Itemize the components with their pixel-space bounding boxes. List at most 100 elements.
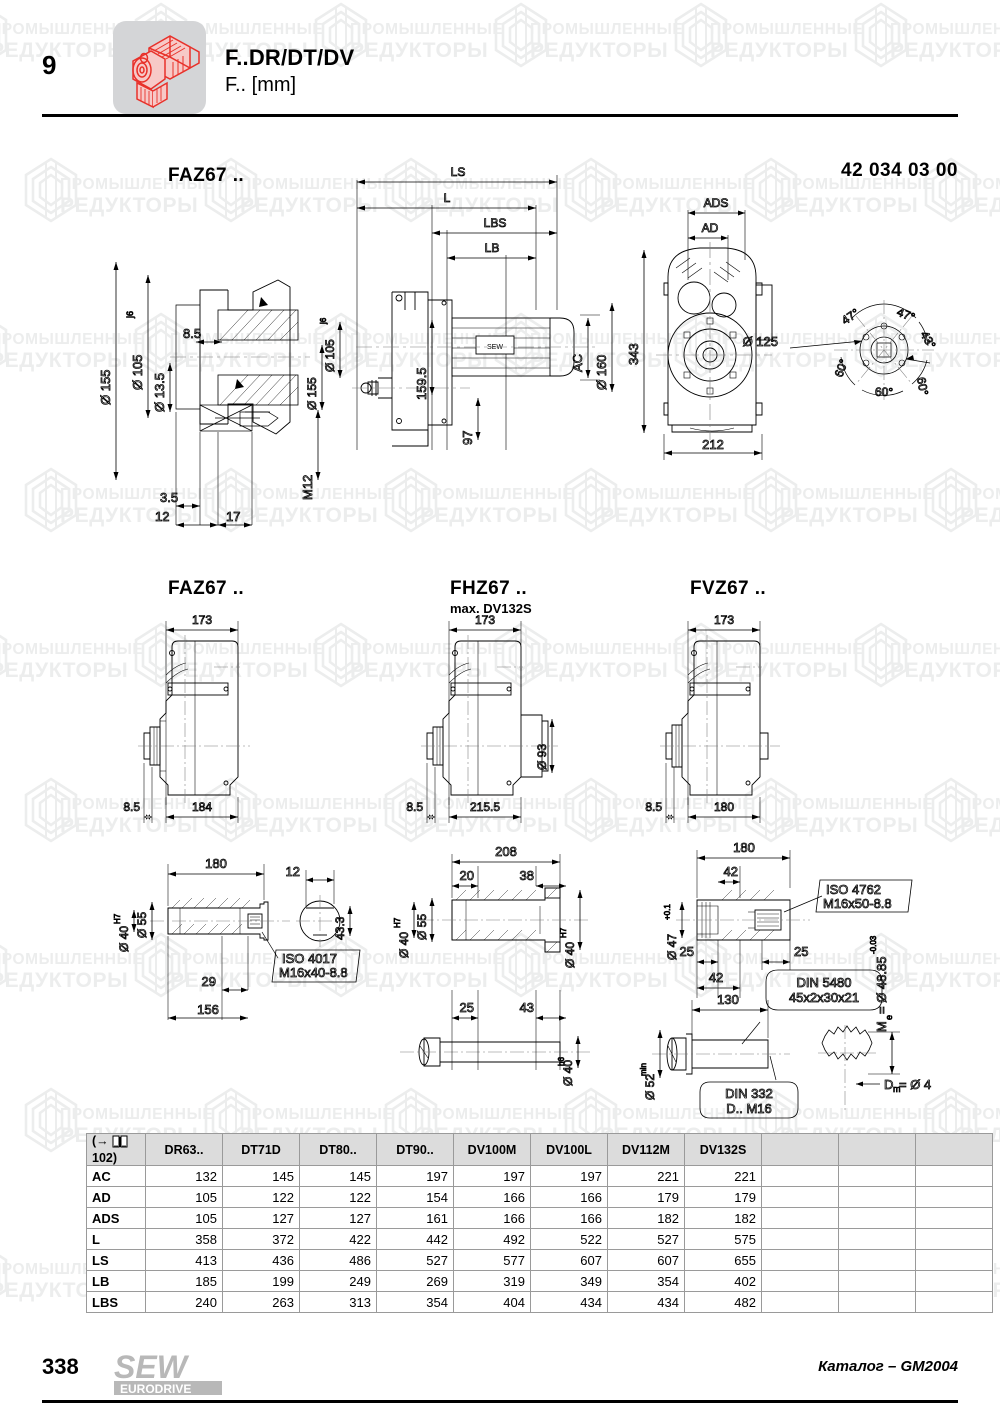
cell: 179 bbox=[607, 1186, 685, 1208]
cell: 185 bbox=[145, 1270, 223, 1292]
brand-top-text: SEW bbox=[114, 1349, 190, 1385]
cell bbox=[915, 1207, 993, 1229]
svg-text:8.5: 8.5 bbox=[406, 800, 423, 814]
header-rule bbox=[42, 114, 958, 117]
cell bbox=[838, 1270, 916, 1292]
cell: 575 bbox=[684, 1228, 762, 1250]
svg-text:Ø 155: Ø 155 bbox=[98, 370, 113, 405]
cell: 197 bbox=[376, 1165, 454, 1187]
svg-text:43°: 43° bbox=[917, 329, 938, 352]
section-title-view-c: FVZ67 .. bbox=[690, 578, 767, 599]
svg-text:ADS: ADS bbox=[704, 196, 729, 210]
svg-text:42: 42 bbox=[709, 970, 723, 985]
main-assembly-drawing: LS L LBS LB ADS AD bbox=[98, 165, 939, 528]
svg-text:8.5: 8.5 bbox=[123, 800, 140, 814]
cell: 145 bbox=[299, 1165, 377, 1187]
table-row: AD 105 122 122 154 166 166 179 179 bbox=[86, 1186, 993, 1208]
svg-text:= Ø 48.85: = Ø 48.85 bbox=[874, 957, 889, 1014]
svg-text:43.3: 43.3 bbox=[333, 916, 347, 940]
svg-text:Ø 160: Ø 160 bbox=[594, 355, 609, 390]
cell: 182 bbox=[684, 1207, 762, 1229]
book-icon bbox=[112, 1135, 128, 1151]
cell: 372 bbox=[222, 1228, 300, 1250]
svg-text:h6: h6 bbox=[557, 1057, 566, 1066]
cell bbox=[915, 1249, 993, 1271]
cell: 607 bbox=[607, 1249, 685, 1271]
cell bbox=[761, 1270, 839, 1292]
svg-text:Ø 40: Ø 40 bbox=[563, 942, 577, 968]
cell: 482 bbox=[684, 1291, 762, 1313]
svg-text:180: 180 bbox=[733, 840, 755, 855]
cell: 607 bbox=[530, 1249, 608, 1271]
svg-text:8.5: 8.5 bbox=[645, 800, 662, 814]
column-header: DR63.. bbox=[145, 1133, 223, 1166]
cell: 577 bbox=[453, 1249, 531, 1271]
cell: 358 bbox=[145, 1228, 223, 1250]
column-header: DT80.. bbox=[299, 1133, 377, 1166]
cell: 105 bbox=[145, 1207, 223, 1229]
svg-text:Ø 40: Ø 40 bbox=[117, 926, 131, 952]
svg-text:H7: H7 bbox=[559, 927, 568, 938]
table-header-row: (→ 102) DR63.. DT71D DT80.. DT90.. DV100… bbox=[86, 1133, 993, 1166]
svg-text:ISO 4762: ISO 4762 bbox=[826, 882, 881, 897]
column-header bbox=[761, 1133, 839, 1166]
svg-text:3.5: 3.5 bbox=[160, 490, 178, 505]
cell: 221 bbox=[684, 1165, 762, 1187]
svg-text:Ø 55: Ø 55 bbox=[135, 912, 149, 938]
svg-text:M: M bbox=[874, 1021, 889, 1032]
svg-text:12: 12 bbox=[155, 509, 169, 524]
cell: 166 bbox=[530, 1186, 608, 1208]
svg-text:20: 20 bbox=[460, 868, 474, 883]
dimension-table: (→ 102) DR63.. DT71D DT80.. DT90.. DV100… bbox=[86, 1133, 993, 1313]
table-ref-cell: (→ 102) bbox=[86, 1133, 146, 1166]
svg-text:Ø 40: Ø 40 bbox=[561, 1060, 575, 1086]
cell bbox=[838, 1207, 916, 1229]
row-label: LBS bbox=[86, 1291, 146, 1313]
table-row: LS 413 436 486 527 577 607 607 655 bbox=[86, 1249, 993, 1271]
page-footer: 338 SEW EURODRIVE Каталог – GM2004 bbox=[0, 1340, 1000, 1410]
cell bbox=[761, 1291, 839, 1313]
svg-text:38: 38 bbox=[520, 868, 534, 883]
cell: 161 bbox=[376, 1207, 454, 1229]
column-header bbox=[915, 1133, 993, 1166]
cell bbox=[838, 1291, 916, 1313]
row-label: LS bbox=[86, 1249, 146, 1271]
side-views-drawing: 173 8.5 184 bbox=[123, 613, 780, 823]
svg-text:H7: H7 bbox=[393, 917, 402, 928]
svg-text:LS: LS bbox=[451, 165, 466, 179]
svg-text:j6: j6 bbox=[319, 317, 328, 325]
cell bbox=[761, 1207, 839, 1229]
svg-text:M12: M12 bbox=[300, 475, 315, 500]
svg-text:Ø 105: Ø 105 bbox=[323, 339, 337, 372]
chapter-number: 9 bbox=[42, 50, 57, 80]
cell: 522 bbox=[530, 1228, 608, 1250]
svg-text:= Ø 4: = Ø 4 bbox=[899, 1077, 931, 1092]
svg-text:M16x40-8.8: M16x40-8.8 bbox=[279, 965, 348, 980]
cell: 492 bbox=[453, 1228, 531, 1250]
cell bbox=[761, 1228, 839, 1250]
cell: 105 bbox=[145, 1186, 223, 1208]
cell: 197 bbox=[453, 1165, 531, 1187]
cell: 413 bbox=[145, 1249, 223, 1271]
svg-text:m: m bbox=[893, 1084, 901, 1094]
cell bbox=[838, 1249, 916, 1271]
cell: 249 bbox=[299, 1270, 377, 1292]
cell: 442 bbox=[376, 1228, 454, 1250]
cell: 527 bbox=[376, 1249, 454, 1271]
svg-text:184: 184 bbox=[192, 800, 212, 814]
svg-text:12: 12 bbox=[286, 864, 300, 879]
cell bbox=[761, 1249, 839, 1271]
svg-text:60°: 60° bbox=[875, 385, 893, 399]
table-row: LBS 240 263 313 354 404 434 434 482 bbox=[86, 1291, 993, 1313]
shaft-detail-drawings: 180 Ø 55 Ø 40 H7 29 156 ISO 4017 M16x40-… bbox=[113, 840, 932, 1119]
cell: 127 bbox=[299, 1207, 377, 1229]
sew-eurodrive-logo: SEW EURODRIVE bbox=[110, 1348, 270, 1398]
section-title-view-b: FHZ67 .. bbox=[450, 578, 528, 599]
cell: 221 bbox=[607, 1165, 685, 1187]
table-row: LB 185 199 249 269 319 349 354 402 bbox=[86, 1270, 993, 1292]
svg-text:LB: LB bbox=[485, 241, 500, 255]
drawing-number: 42 034 03 00 bbox=[841, 160, 958, 181]
svg-text:156: 156 bbox=[197, 1002, 219, 1017]
svg-text:173: 173 bbox=[192, 613, 212, 627]
cell: 313 bbox=[299, 1291, 377, 1313]
